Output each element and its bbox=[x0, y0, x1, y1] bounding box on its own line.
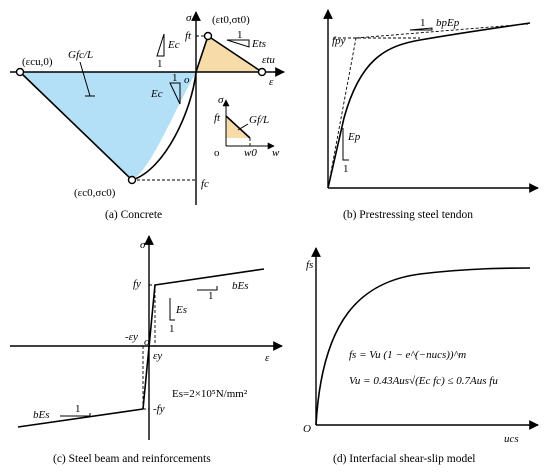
c-one-bot: 1 bbox=[75, 403, 81, 415]
caption-b: (b) Prestressing steel tendon bbox=[343, 209, 473, 221]
c-bes-bot-triangle bbox=[60, 413, 91, 417]
inset-crack-model: σ ft o w0 w Gf/L bbox=[214, 94, 280, 159]
fc-label: fc bbox=[201, 178, 209, 190]
b-one-bot: 1 bbox=[343, 163, 349, 175]
b-bp-triangle bbox=[409, 27, 433, 31]
eps-label: ε bbox=[269, 76, 274, 88]
eq-vu: Vu = 0.43Aus√(Ec fc) ≤ 0.7Aus fu bbox=[349, 375, 498, 387]
point-t0 bbox=[203, 31, 213, 41]
inset-gf: Gf/L bbox=[249, 114, 269, 126]
bes-top-label: bEs bbox=[232, 280, 249, 292]
caption-d: (d) Interfacial shear-slip model bbox=[333, 453, 476, 465]
inset-o: o bbox=[214, 147, 220, 159]
compression-area bbox=[20, 72, 196, 180]
inset-curve bbox=[225, 115, 251, 139]
ets-label: Ets bbox=[251, 38, 266, 50]
one-b: 1 bbox=[172, 72, 178, 84]
d-origin: O bbox=[303, 423, 311, 435]
ec-mid-label: Ec bbox=[150, 88, 163, 100]
compression-softening bbox=[19, 71, 133, 181]
point-t0-label: (εt0,σt0) bbox=[212, 14, 250, 26]
inset-ft: ft bbox=[214, 112, 221, 124]
c-es-triangle bbox=[169, 298, 175, 321]
c-eps-label: ε bbox=[265, 352, 270, 364]
b-ep-triangle bbox=[342, 150, 349, 161]
caption-a: (a) Concrete bbox=[105, 209, 162, 221]
d-curve bbox=[315, 267, 531, 426]
bes-bot-label: bEs bbox=[33, 409, 50, 421]
panel-prestressing: fpy 1 bpEp Ep 1 (b) Prestressing steel t… bbox=[323, 9, 539, 221]
tension-area bbox=[196, 36, 262, 72]
ey-label: εy bbox=[153, 350, 162, 362]
c-sigma-label: σ bbox=[140, 239, 146, 251]
point-c0-label: (εc0,σc0) bbox=[74, 187, 116, 199]
point-c0 bbox=[127, 175, 137, 185]
ec-top-label: Ec bbox=[167, 39, 180, 51]
inset-leader bbox=[237, 123, 249, 131]
ets-triangle bbox=[226, 39, 250, 48]
bpep-label: bpEp bbox=[436, 17, 460, 29]
tension-softening bbox=[207, 35, 263, 73]
caption-c: (c) Steel beam and reinforcements bbox=[53, 453, 211, 465]
eq-shear: fs = Vu (1 − e^(−nucs))^m bbox=[349, 349, 466, 361]
b-curve bbox=[327, 22, 531, 189]
c-tension-hardening bbox=[154, 268, 265, 286]
panel-shear-slip: fs ucs O fs = Vu (1 − e^(−nucs))^m Vu = … bbox=[303, 247, 539, 465]
neg-ey-label: -εy bbox=[125, 331, 138, 343]
fy-label: fy bbox=[133, 278, 141, 290]
compression-curve bbox=[131, 71, 197, 181]
one-a: 1 bbox=[157, 58, 163, 70]
inset-w: w bbox=[272, 147, 280, 159]
point-cu-label: (εcu,0) bbox=[22, 56, 53, 68]
inset-sigma: σ bbox=[218, 94, 224, 106]
origin-label: o bbox=[184, 74, 190, 86]
c-origin: o bbox=[144, 336, 150, 348]
tension-rise bbox=[195, 35, 209, 73]
ep-label: Ep bbox=[347, 131, 361, 143]
inset-w0: w0 bbox=[244, 147, 257, 159]
c-one-es: 1 bbox=[169, 323, 175, 335]
fs-label: fs bbox=[306, 259, 313, 271]
c-bes-top-triangle bbox=[197, 286, 218, 291]
point-cu bbox=[15, 67, 25, 77]
c-compression-hardening bbox=[17, 408, 144, 428]
fpy-label: fpy bbox=[332, 35, 346, 47]
one-c: 1 bbox=[237, 29, 243, 41]
panel-steel: σ ε fy -fy -εy εy o 1 bEs Es 1 bEs 1 Es=… bbox=[10, 235, 283, 465]
gfc-leader bbox=[79, 61, 91, 97]
sigma-label: σ bbox=[186, 12, 192, 24]
b-hardening-dash bbox=[355, 23, 529, 39]
c-one-top: 1 bbox=[208, 290, 214, 302]
ec-mid-triangle bbox=[169, 82, 181, 105]
point-tu bbox=[257, 67, 267, 77]
panel-concrete: σ ε o ft fc (εcu,0) (εt0,σt0) (εc0,σc0) … bbox=[10, 11, 285, 221]
es-value: Es=2×10⁵N/mm² bbox=[172, 388, 248, 400]
ft-label: ft bbox=[185, 30, 192, 42]
es-label: Es bbox=[175, 304, 187, 316]
c-elastic bbox=[142, 284, 156, 410]
b-one-top: 1 bbox=[420, 17, 426, 29]
eps-tu-label: εtu bbox=[262, 54, 275, 66]
ec-top-triangle bbox=[156, 33, 165, 57]
b-elastic-dash bbox=[327, 37, 357, 189]
neg-fy-label: -fy bbox=[153, 403, 165, 415]
gfc-label: Gfc/L bbox=[68, 49, 93, 61]
ucs-label: ucs bbox=[504, 433, 519, 445]
